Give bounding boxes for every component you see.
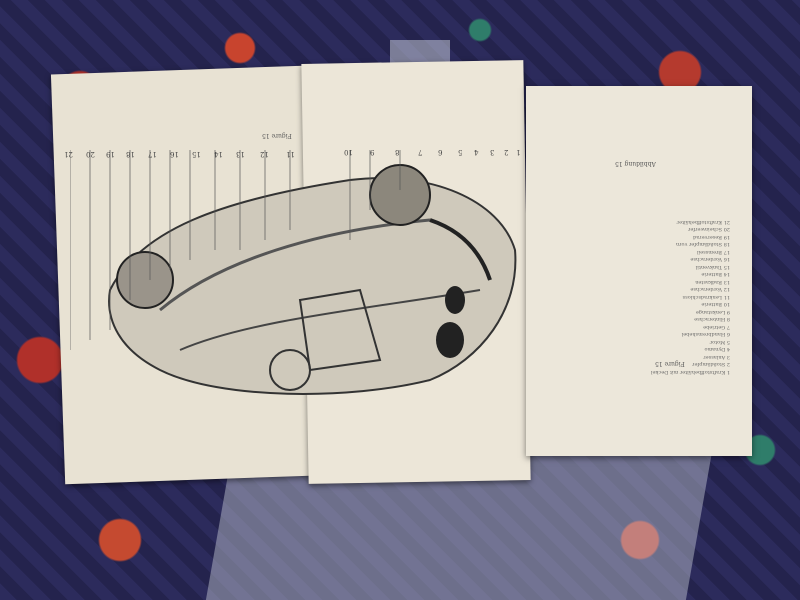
- callout-number: 11: [286, 150, 295, 158]
- callout-number: 20: [86, 150, 95, 158]
- legend-line: 13 Radkasten: [695, 279, 730, 285]
- callout-number: 12: [260, 150, 269, 158]
- legend-line: 3 Anlasser: [703, 354, 730, 360]
- callout-number: 3: [490, 148, 495, 156]
- callout-number: 9: [370, 148, 375, 156]
- callout-number: 17: [148, 150, 157, 158]
- legend-line: 16 Vorderachse: [690, 256, 730, 263]
- callout-lines: [70, 150, 401, 350]
- callout-number: 10: [344, 148, 353, 156]
- parts-legend: 1 Kraftstoffbehälter mit Deckel 2 Stoßdä…: [560, 175, 730, 375]
- callout-number: 15: [192, 150, 201, 158]
- legend-line: 7 Getriebe: [703, 324, 730, 330]
- callout-number: 18: [126, 150, 135, 158]
- callout-number: 7: [418, 148, 423, 156]
- callout-number: 1: [516, 148, 521, 156]
- callout-number: 8: [395, 148, 400, 156]
- callout-number: 6: [438, 148, 443, 156]
- legend-line: 8 Hinterachse: [694, 316, 730, 323]
- right-page: [526, 86, 752, 456]
- callout-number: 19: [106, 150, 115, 158]
- legend-line: 12 Vorderachse: [690, 286, 730, 293]
- callout-number: 14: [214, 150, 223, 158]
- callout-number: 5: [458, 148, 463, 156]
- legend-line: 6 Handbremshebel: [681, 331, 730, 338]
- legend-line: 21 Kraftstoffbehälter: [676, 219, 730, 225]
- legend-line: 11 Lenkradschloss: [682, 294, 730, 300]
- legend-line: 19 Reserverad: [693, 234, 730, 240]
- callout-number: 16: [170, 150, 179, 158]
- left-page-caption: Figure 15: [262, 132, 292, 139]
- legend-line: 18 Stoßdämpfer vorn: [675, 241, 730, 248]
- legend-line: 10 Batterie: [701, 301, 730, 308]
- legend-line: 1 Kraftstoffbehälter mit Deckel: [650, 369, 730, 375]
- callout-number: 21: [64, 150, 73, 158]
- legend-line: 15 Tankventil: [695, 264, 730, 270]
- legend-line: 9 Lenkstange: [695, 309, 730, 315]
- legend-line: 5 Motor: [709, 339, 730, 345]
- legend-line: 14 Batterie: [701, 271, 730, 278]
- callout-number: 13: [236, 150, 245, 158]
- legend-line: 4 Dynamo: [704, 346, 730, 353]
- callout-number: 4: [474, 148, 479, 156]
- callout-number: 2: [504, 148, 509, 156]
- car-cutaway-illustration: [108, 164, 517, 395]
- legend-line: 17 Bremsseil: [696, 249, 730, 255]
- legend-line: 2 Stoßdämpfer: [692, 361, 730, 368]
- legend-line: 20 Scheinwerfer: [687, 226, 730, 233]
- right-page-caption-1: Abbildung 15: [615, 160, 656, 167]
